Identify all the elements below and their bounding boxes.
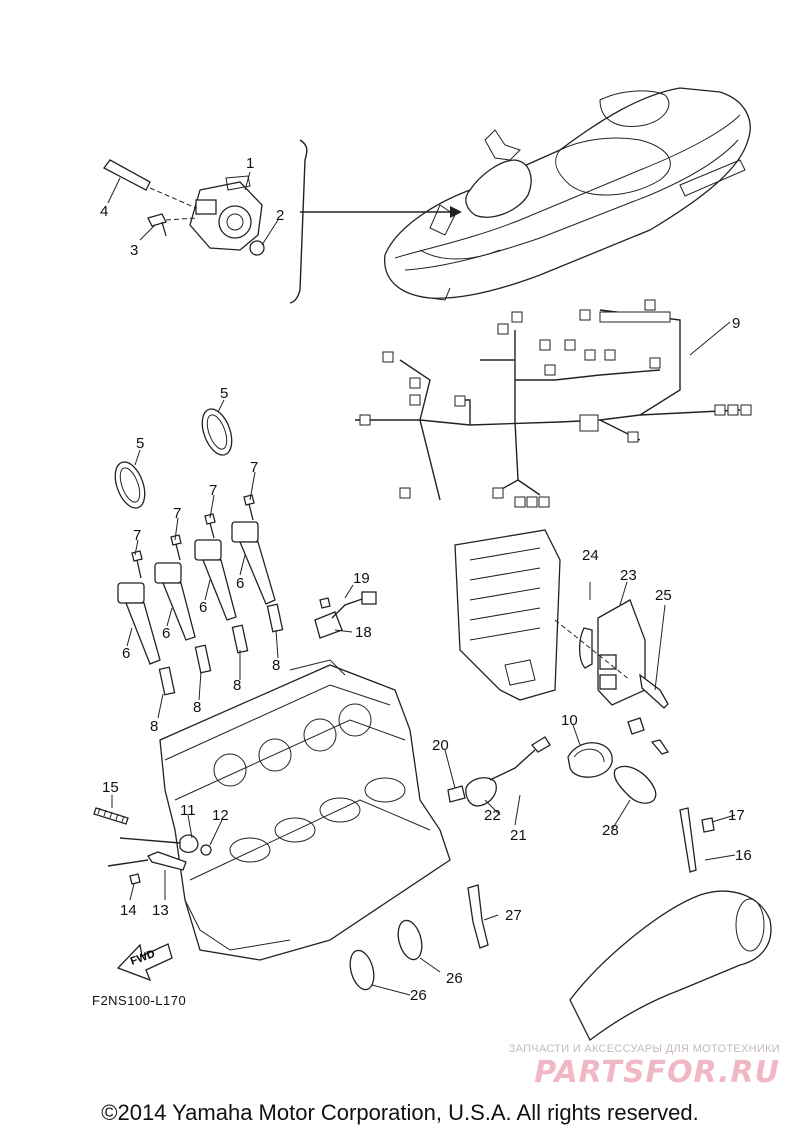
callout-7d: 7	[133, 527, 141, 544]
drawing-code: F2NS100-L170	[92, 993, 187, 1008]
callout-26b: 26	[410, 987, 427, 1004]
bolts-7	[131, 494, 255, 579]
gasket-part	[578, 627, 593, 669]
watermark-logo: PARTSFOR.RU	[534, 1055, 780, 1090]
callout-16: 16	[735, 847, 752, 864]
callout-22: 22	[484, 807, 501, 824]
callout-3: 3	[130, 242, 138, 259]
spark-plugs	[158, 603, 284, 696]
band-28	[613, 765, 657, 804]
wire-harness	[355, 299, 752, 508]
callout-27: 27	[505, 907, 522, 924]
engine-block	[159, 659, 451, 961]
sensor-16	[679, 807, 697, 873]
callout-13: 13	[152, 902, 169, 919]
callout-8c: 8	[193, 699, 201, 716]
pin-part	[147, 213, 167, 237]
copyright-notice: ©2014 Yamaha Motor Corporation, U.S.A. A…	[101, 1100, 699, 1125]
callout-25: 25	[655, 587, 672, 604]
callout-11: 11	[180, 802, 196, 819]
clamp-26b	[349, 949, 375, 991]
callout-6b: 6	[199, 599, 207, 616]
callout-6d: 6	[122, 645, 130, 662]
watercraft-illustration	[384, 87, 751, 301]
callout-28: 28	[602, 822, 619, 839]
callout-8b: 8	[233, 677, 241, 694]
callout-5a: 5	[220, 385, 228, 402]
callout-7c: 7	[173, 505, 181, 522]
bolt-17	[701, 817, 715, 833]
callout-5b: 5	[136, 435, 144, 452]
arrow-head	[450, 206, 462, 218]
nut-part	[249, 240, 265, 256]
watermark-subtitle: ЗАПЧАСТИ И АКСЕССУАРЫ ДЛЯ МОТОТЕХНИКИ	[508, 1043, 780, 1055]
callout-12: 12	[212, 807, 229, 824]
connector-part	[627, 717, 645, 735]
sensor-20-22	[447, 736, 551, 807]
callout-15: 15	[102, 779, 119, 796]
exhaust-pipe	[569, 807, 772, 1041]
callout-17: 17	[728, 807, 745, 824]
sensor-11-15	[93, 807, 212, 885]
callout-8a: 8	[272, 657, 280, 674]
view-bracket	[289, 139, 308, 304]
ecu-unit	[554, 599, 669, 709]
callout-8d: 8	[150, 718, 158, 735]
leader-lines	[107, 171, 736, 996]
callout-20: 20	[432, 737, 449, 754]
callout-24: 24	[582, 547, 599, 564]
fwd-arrow: FWD	[116, 943, 173, 982]
callout-9: 9	[732, 315, 740, 332]
holder-27	[467, 884, 489, 949]
callout-2: 2	[276, 207, 284, 224]
electrical-box-housing	[454, 529, 561, 701]
band-10	[567, 742, 613, 778]
callout-10: 10	[561, 712, 578, 729]
callout-21: 21	[510, 827, 527, 844]
bolt-25	[639, 673, 669, 709]
callout-7a: 7	[250, 459, 258, 476]
clamp-26a	[397, 919, 423, 961]
callout-6c: 6	[162, 625, 170, 642]
callout-1: 1	[246, 155, 254, 172]
clamps-5	[114, 408, 233, 509]
callout-19: 19	[353, 570, 370, 587]
throttle-sensor-assembly	[103, 159, 265, 256]
screw-part	[103, 159, 151, 191]
callout-4: 4	[100, 203, 108, 220]
sensor-18-19	[314, 591, 377, 639]
callout-18: 18	[355, 624, 372, 641]
callout-26a: 26	[446, 970, 463, 987]
callout-23: 23	[620, 567, 637, 584]
callout-7b: 7	[209, 482, 217, 499]
callout-14: 14	[120, 902, 137, 919]
ignition-coils	[117, 494, 284, 696]
callout-6a: 6	[236, 575, 244, 592]
callout-numbers: 1 2 3 4 5 5 6 6 6 6 7 7 7 7 8 8 8 8 9 10…	[100, 155, 752, 1004]
watermark: ЗАПЧАСТИ И АКСЕССУАРЫ ДЛЯ МОТОТЕХНИКИ PA…	[480, 1043, 780, 1090]
